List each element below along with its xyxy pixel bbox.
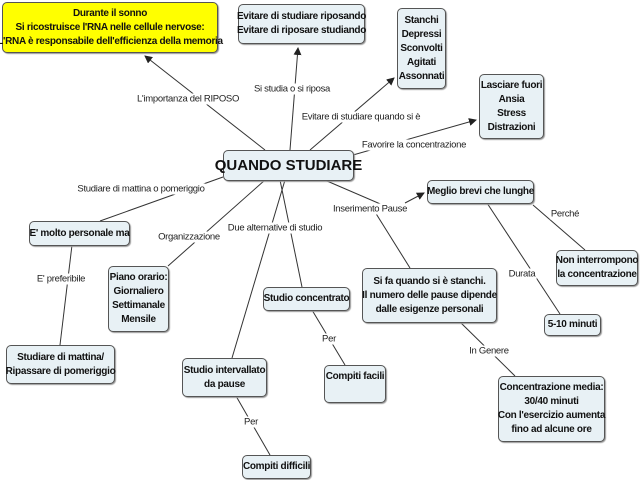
- node-text: Giornaliero: [113, 286, 164, 297]
- node-text: Studio concentrato: [263, 293, 350, 304]
- node-facili[interactable]: Compiti facili: [324, 365, 386, 403]
- root-label: QUANDO STUDIARE: [214, 156, 363, 174]
- node-text: Lasciare fuori: [480, 79, 543, 91]
- node-stati[interactable]: Stanchi Depressi Sconvolti Agitati Asson…: [397, 8, 446, 89]
- node-text: Si fa quando si è stanchi.: [373, 275, 486, 287]
- node-text: da pause: [204, 378, 245, 390]
- link-label: Favorire la concentrazione: [360, 139, 468, 151]
- node-piano[interactable]: Piano orario: Giornaliero Settimanale Me…: [108, 266, 169, 332]
- node-text: Si ricostruisce l'RNA nelle cellule nerv…: [15, 21, 205, 33]
- node-durata[interactable]: 5-10 minuti: [544, 314, 601, 336]
- link-label: Per: [243, 416, 259, 428]
- link-label: Si studia o si riposa: [252, 83, 332, 95]
- node-text: E' molto personale ma: [29, 227, 130, 239]
- node-text: 30/40 minuti: [524, 396, 579, 407]
- root-concept[interactable]: QUANDO STUDIARE: [215, 150, 362, 181]
- node-text: Il numero delle pause dipende: [362, 289, 497, 301]
- link-label: Organizzazione: [157, 231, 221, 243]
- node-text: Concentrazione media:: [499, 382, 604, 393]
- node-text: Stress: [497, 107, 526, 119]
- link-label: E' preferibile: [35, 273, 87, 285]
- node-text: Durante il sonno: [72, 7, 148, 19]
- link-label: Per: [321, 333, 337, 345]
- node-intervallato[interactable]: Studio intervallato da pause: [182, 358, 267, 397]
- node-non-interrompono[interactable]: Non interrompono la concentrazione: [555, 250, 639, 286]
- node-sonno[interactable]: Durante il sonno Si ricostruisce l'RNA n…: [0, 2, 223, 53]
- node-text: Studiare di mattina/: [17, 351, 104, 363]
- node-text: Settimanale: [112, 300, 165, 311]
- node-evitare[interactable]: Evitare di studiare riposando Evitare di…: [236, 4, 367, 44]
- link-label: In Genere: [468, 345, 510, 357]
- node-text: Studio intervallato: [183, 364, 266, 376]
- node-text: 5-10 minuti: [547, 319, 598, 330]
- link-label: Inserimento Pause: [331, 203, 409, 215]
- node-personale[interactable]: E' molto personale ma: [29, 221, 130, 246]
- node-text: Meglio brevi che lunghe: [427, 186, 535, 197]
- link-label: Durata: [507, 268, 537, 280]
- node-text: Agitati: [406, 56, 436, 68]
- node-text: Stanchi: [404, 14, 439, 26]
- node-si-fa[interactable]: Si fa quando si è stanchi. Il numero del…: [362, 268, 497, 323]
- link-label: Perché: [549, 208, 581, 220]
- node-text: Compiti difficili: [242, 461, 311, 472]
- node-text: Evitare di riposare studiando: [236, 25, 367, 36]
- node-text: Con l'esercizio aumenta: [497, 410, 606, 421]
- node-text: L'RNA è responsabile dell'efficienza del…: [0, 35, 223, 47]
- node-text: dalle esigenze personali: [375, 303, 484, 315]
- node-text: Assonnati: [398, 70, 445, 82]
- node-text: Mensile: [121, 314, 156, 325]
- node-concentrazione[interactable]: Concentrazione media: 30/40 minuti Con l…: [498, 376, 605, 442]
- node-text: Compiti facili: [325, 371, 385, 382]
- node-text: Sconvolti: [400, 42, 443, 54]
- node-text: Depressi: [401, 28, 442, 40]
- link-label: L'importanza del RIPOSO: [135, 93, 241, 105]
- node-text: la concentrazione: [557, 269, 637, 280]
- node-difficili[interactable]: Compiti difficili: [242, 455, 311, 479]
- node-text: Piano orario:: [109, 272, 168, 283]
- node-mattina[interactable]: Studiare di mattina/ Ripassare di pomeri…: [5, 345, 116, 384]
- node-text: Distrazioni: [487, 121, 536, 133]
- link-label: Due alternative di studio: [226, 222, 324, 234]
- node-text: Ansia: [498, 93, 525, 105]
- node-text: Ripassare di pomeriggio: [5, 365, 116, 377]
- link-label: Evitare di studiare quando si è: [300, 111, 422, 123]
- node-text: fino ad alcune ore: [511, 424, 592, 435]
- node-concentrato[interactable]: Studio concentrato: [263, 287, 350, 311]
- node-text: Non interrompono: [555, 255, 639, 266]
- node-lasciare[interactable]: Lasciare fuori Ansia Stress Distrazioni: [479, 74, 544, 139]
- node-meglio[interactable]: Meglio brevi che lunghe: [427, 180, 534, 204]
- node-text: Evitare di studiare riposando: [236, 11, 367, 22]
- link-label: Studiare di mattina o pomeriggio: [76, 183, 206, 195]
